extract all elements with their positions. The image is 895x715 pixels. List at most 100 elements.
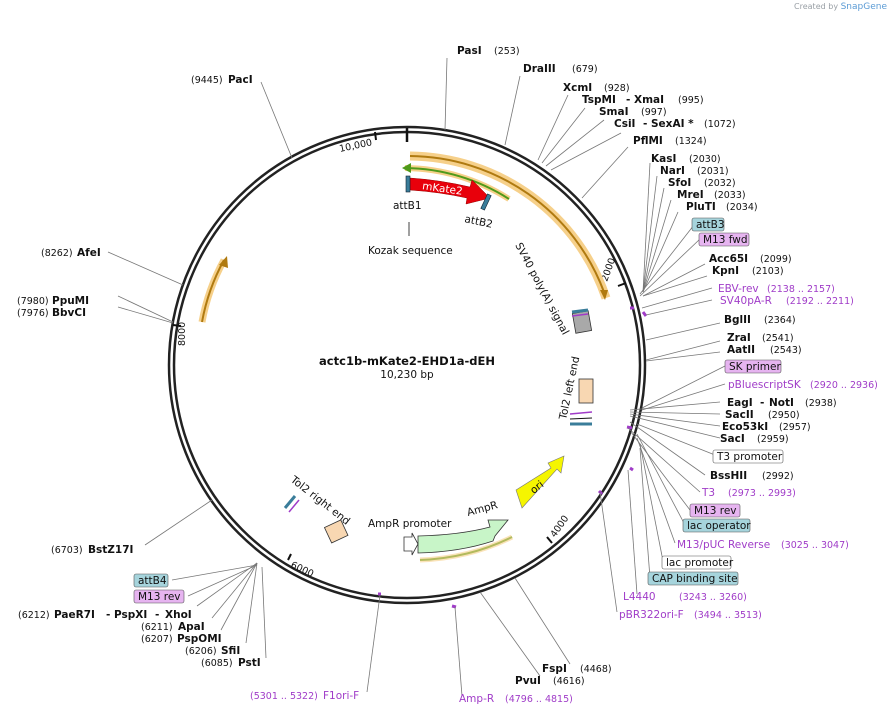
enzyme-acc65i[interactable]: Acc65I(2099): [709, 253, 792, 265]
attb1-marker: [405, 175, 411, 193]
box-m13-fwd[interactable]: M13 fwd: [698, 232, 750, 247]
enzyme-bstz17i[interactable]: (6703)BstZ17I: [51, 544, 133, 556]
enzyme-pflmi[interactable]: PflMI(1324): [633, 135, 707, 147]
tol2-left-primer-1: [569, 411, 593, 415]
enzyme-kpni[interactable]: KpnI(2103): [712, 265, 784, 277]
box-lac-promoter[interactable]: lac promoter: [661, 555, 734, 570]
enzyme-saci[interactable]: SacI(2959): [720, 433, 789, 445]
svg-text:XmaI: XmaI: [634, 94, 664, 106]
svg-text:NotI: NotI: [769, 397, 794, 409]
svg-text:SfiI: SfiI: [221, 645, 240, 657]
svg-text:L4440: L4440: [623, 591, 656, 603]
svg-text:(2938): (2938): [805, 398, 837, 409]
box-lac-operator[interactable]: lac operator: [682, 518, 751, 533]
ori-feature: [515, 455, 565, 509]
enzyme-bbvci[interactable]: (7976)BbvCI: [17, 307, 86, 319]
enzyme-nari[interactable]: NarI(2031): [660, 165, 729, 177]
svg-text:ZraI: ZraI: [727, 332, 751, 344]
enzyme-apai[interactable]: (6211)ApaI: [141, 621, 205, 633]
enzyme-sfii[interactable]: (6206)SfiI: [185, 645, 240, 657]
svg-text:PaeR7I: PaeR7I: [54, 609, 95, 621]
svg-text:(2543): (2543): [770, 345, 802, 356]
enzyme-paer7i-pspxi-xhoi[interactable]: (6212)PaeR7I-PspXI-XhoI: [18, 609, 192, 621]
primer-m13-puc-reverse[interactable]: M13/pUC Reverse(3025 .. 3047): [677, 539, 849, 551]
enzyme-sfoi[interactable]: SfoI(2032): [668, 177, 736, 189]
enzyme-bsshii[interactable]: BssHII(2992): [710, 470, 794, 482]
svg-text:(2033): (2033): [714, 190, 746, 201]
sv40-highlight: [409, 151, 611, 300]
box-sk-primer[interactable]: SK primer: [724, 359, 781, 374]
enzyme-ppumi[interactable]: (7980)PpuMI: [17, 295, 89, 307]
svg-text:M13 rev: M13 rev: [694, 505, 737, 517]
left-arrow-head: [219, 256, 228, 268]
enzyme-eco53ki[interactable]: Eco53kI(2957): [722, 421, 811, 433]
enzyme-draiii[interactable]: DraIII(679): [523, 63, 598, 75]
enzyme-eagi-noti[interactable]: EagI-NotI(2938): [727, 397, 837, 409]
svg-text:-: -: [760, 397, 764, 409]
enzyme-afei[interactable]: (8262)AfeI: [41, 247, 101, 259]
tol2-right-marker: [283, 495, 297, 509]
primer-l4440[interactable]: L4440 (3243 .. 3260): [623, 591, 747, 603]
enzyme-pspomi[interactable]: (6207)PspOMI: [141, 633, 222, 645]
svg-text:attB4: attB4: [138, 575, 167, 587]
svg-text:BglII: BglII: [724, 314, 751, 326]
box-t3-promoter[interactable]: T3 promoter: [712, 449, 784, 464]
box-m13-rev-right[interactable]: M13 rev: [689, 503, 741, 518]
primer-pbluescriptsk[interactable]: pBluescriptSK(2920 .. 2936): [728, 379, 878, 391]
enzyme-pasi[interactable]: PasI(253): [457, 45, 520, 57]
svg-text:(1072): (1072): [704, 119, 736, 130]
backbone-outer: [167, 125, 647, 605]
enzyme-tspmi-xmai[interactable]: TspMI-XmaI(995): [582, 94, 704, 106]
svg-text:T3: T3: [701, 487, 715, 499]
mkate2-feature: [409, 177, 491, 205]
svg-text:-: -: [106, 609, 110, 621]
svg-text:(2032): (2032): [704, 178, 736, 189]
enzyme-kasi[interactable]: KasI(2030): [651, 153, 721, 165]
enzyme-mrei[interactable]: MreI(2033): [677, 189, 746, 201]
svg-text:-: -: [155, 609, 159, 621]
svg-text:(3243 .. 3260): (3243 .. 3260): [679, 592, 747, 603]
svg-text:XcmI: XcmI: [563, 82, 592, 94]
primer-t3[interactable]: T3(2973 .. 2993): [701, 487, 796, 499]
snapgene-logo: SnapGene: [840, 2, 887, 12]
svg-text:(7976): (7976): [17, 308, 49, 319]
enzyme-psti[interactable]: (6085)PstI: [201, 657, 261, 669]
enzyme-aatii[interactable]: AatII(2543): [727, 344, 802, 356]
enzyme-fspi[interactable]: FspI(4468): [542, 663, 612, 675]
sv40-label: SV40 poly(A) signal: [512, 241, 571, 337]
svg-text:NarI: NarI: [660, 165, 685, 177]
primer-sv40pa-r[interactable]: SV40pA-R(2192 .. 2211): [720, 295, 854, 307]
enzyme-sacii[interactable]: SacII(2950): [725, 409, 800, 421]
svg-text:FspI: FspI: [542, 663, 567, 675]
sv40-arrow-head: [600, 290, 608, 300]
primer-amp-r[interactable]: Amp-R(4796 .. 4815): [459, 693, 573, 705]
enzyme-csii-sexai[interactable]: CsiI-SexAI *(1072): [614, 118, 736, 130]
box-attb4[interactable]: attB4: [133, 573, 169, 588]
box-cap-binding-site[interactable]: CAP binding site: [647, 571, 739, 586]
green-arrow-head: [402, 163, 411, 173]
enzyme-zrai[interactable]: ZraI(2541): [727, 332, 794, 344]
svg-text:PspOMI: PspOMI: [177, 633, 222, 645]
svg-text:SexAI *: SexAI *: [651, 118, 694, 130]
enzyme-xcmi[interactable]: XcmI(928): [563, 82, 630, 94]
primer-f1ori-f[interactable]: (5301 .. 5322)F1ori-F: [250, 690, 359, 702]
svg-text:(253): (253): [494, 46, 520, 57]
primer-pbr322ori-f[interactable]: pBR322ori-F(3494 .. 3513): [619, 609, 762, 621]
enzyme-paci[interactable]: (9445)PacI: [191, 74, 253, 86]
box-attb3[interactable]: attB3: [691, 217, 725, 232]
enzyme-bglii[interactable]: BglII(2364): [724, 314, 796, 326]
tol2-left-label: Tol2 left end: [557, 355, 582, 421]
enzyme-smai[interactable]: SmaI(997): [599, 106, 667, 118]
svg-text:KasI: KasI: [651, 153, 676, 165]
svg-text:BssHII: BssHII: [710, 470, 747, 482]
svg-text:BbvCI: BbvCI: [52, 307, 86, 319]
primer-ebv-rev[interactable]: EBV-rev(2138 .. 2157): [718, 283, 835, 295]
plasmid-length: 10,230 bp: [380, 369, 434, 381]
svg-text:SV40pA-R: SV40pA-R: [720, 295, 772, 307]
enzyme-pvui[interactable]: PvuI(4616): [515, 675, 585, 687]
svg-text:(9445): (9445): [191, 75, 223, 86]
box-m13-rev-left[interactable]: M13 rev: [133, 589, 185, 604]
svg-text:BstZ17I: BstZ17I: [88, 544, 133, 556]
enzyme-pluti[interactable]: PluTI(2034): [686, 201, 758, 213]
svg-text:(1324): (1324): [675, 136, 707, 147]
